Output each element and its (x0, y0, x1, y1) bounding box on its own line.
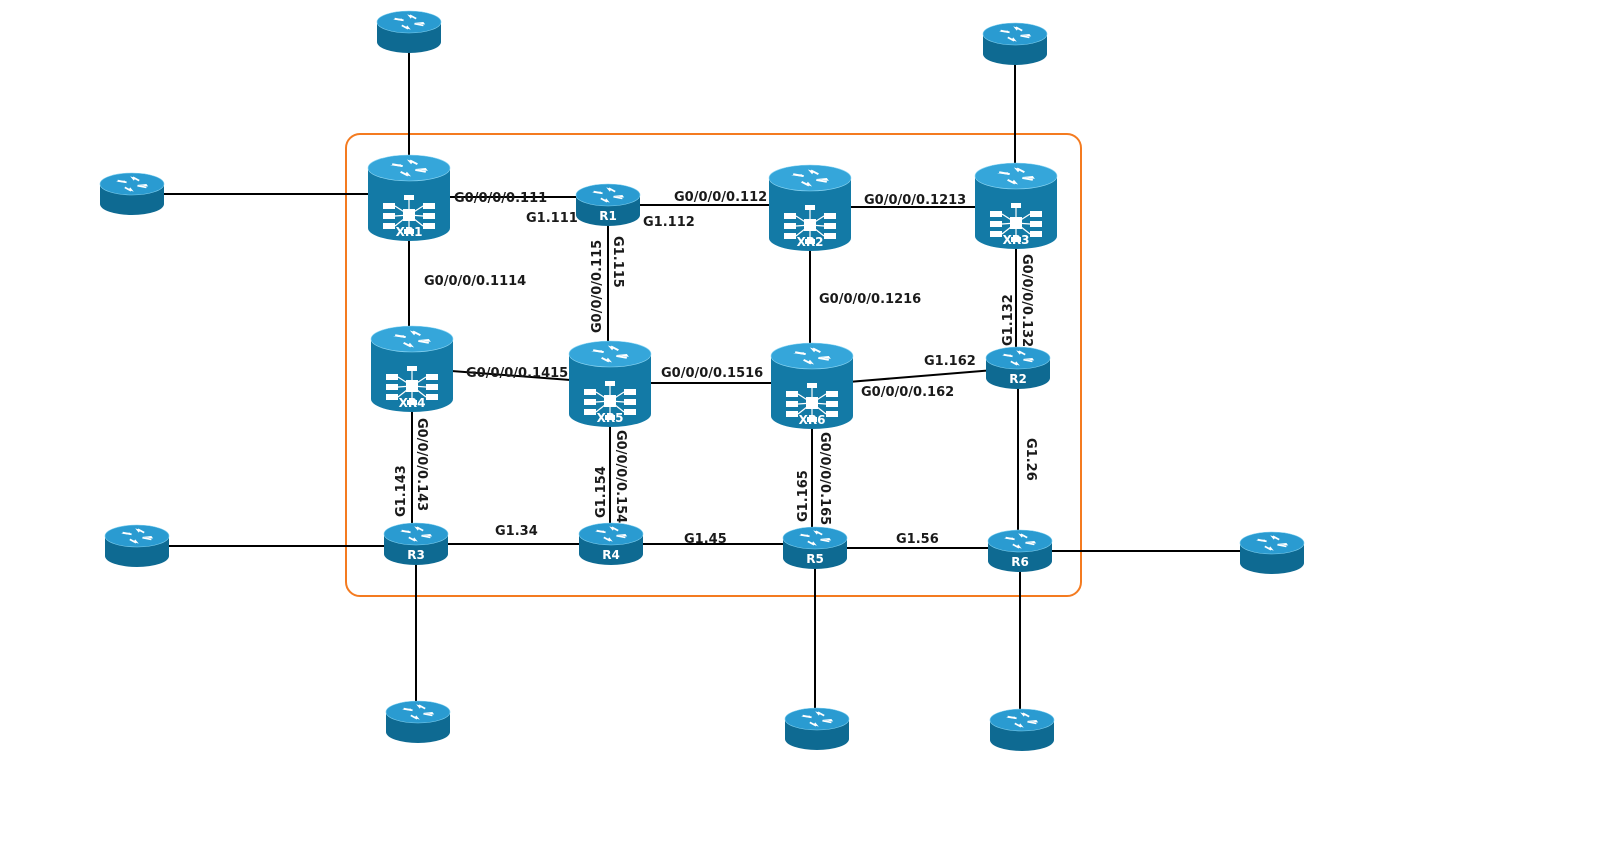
router-r1[interactable]: R1 (575, 183, 641, 226)
xr-router-xr1[interactable]: XR1 (367, 154, 451, 241)
link-label: G0/0/0/0.112 (674, 190, 767, 205)
link-label: G0/0/0/0.1516 (661, 366, 763, 381)
link-label: G1.111 (526, 211, 578, 226)
device-label: R2 (1009, 372, 1027, 386)
device-label: XR1 (396, 225, 423, 239)
xr-top (770, 342, 854, 370)
switch-fabric-icon (786, 383, 838, 422)
device-label: R1 (599, 209, 617, 223)
router-external[interactable] (376, 10, 442, 53)
switch-fabric-icon (990, 203, 1042, 242)
xr-router-xr5[interactable]: XR5 (568, 340, 652, 427)
xr-top (370, 325, 454, 353)
device-label: XR5 (597, 411, 624, 425)
switch-fabric-icon (784, 205, 836, 244)
router-top (578, 522, 644, 546)
link-label: G1.34 (495, 524, 538, 539)
router-top (987, 529, 1053, 553)
xr-top (367, 154, 451, 182)
router-external[interactable] (104, 524, 170, 567)
link-label: G1.132 (1001, 294, 1016, 346)
link-label: G1.162 (924, 354, 976, 369)
link-label: G1.26 (1023, 438, 1038, 481)
xr-router-xr6[interactable]: XR6 (770, 342, 854, 429)
device-label: XR6 (799, 413, 826, 427)
router-top (385, 700, 451, 724)
link-label: G0/0/0/0.1114 (424, 274, 526, 289)
router-top (985, 346, 1051, 370)
router-r3[interactable]: R3 (383, 522, 449, 565)
router-top (376, 10, 442, 34)
router-top (989, 708, 1055, 732)
router-r6[interactable]: R6 (987, 529, 1053, 572)
labels-layer: G0/0/0/0.111 G1.111 G1.112 G0/0/0/0.112 … (394, 190, 1038, 547)
router-top (383, 522, 449, 546)
router-top (104, 524, 170, 548)
router-external[interactable] (982, 22, 1048, 65)
links-layer (132, 32, 1272, 730)
router-top (982, 22, 1048, 46)
router-r4[interactable]: R4 (578, 522, 644, 565)
router-top (782, 526, 848, 550)
link-label: G0/0/0/0.132 (1019, 254, 1034, 347)
xr-top (768, 164, 852, 192)
xr-router-xr2[interactable]: XR2 (768, 164, 852, 251)
device-label: R3 (407, 548, 425, 562)
device-label: XR2 (797, 235, 824, 249)
link-label: G0/0/0/0.165 (817, 432, 832, 525)
device-label: R4 (602, 548, 620, 562)
router-top (1239, 531, 1305, 555)
link-label: G1.165 (796, 470, 811, 522)
link-label: G0/0/0/0.154 (613, 430, 628, 523)
link-label: G1.112 (643, 215, 695, 230)
xr-top (974, 162, 1058, 190)
link-label: G1.154 (594, 466, 609, 518)
xr-top (568, 340, 652, 368)
link-label: G0/0/0/0.162 (861, 385, 954, 400)
device-label: XR3 (1003, 233, 1030, 247)
router-top (784, 707, 850, 731)
link-label: G0/0/0/0.1216 (819, 292, 921, 307)
xr-router-xr3[interactable]: XR3 (974, 162, 1058, 249)
switch-fabric-icon (383, 195, 435, 234)
link-label: G0/0/0/0.1415 (466, 366, 568, 381)
device-label: R5 (806, 552, 824, 566)
link-label: G1.56 (896, 532, 939, 547)
link-label: G0/0/0/0.115 (590, 240, 605, 333)
link-label: G1.45 (684, 532, 727, 547)
router-external[interactable] (385, 700, 451, 743)
core-domain-boundary (345, 133, 1082, 597)
router-external[interactable] (784, 707, 850, 750)
link-label: G0/0/0/0.1213 (864, 193, 966, 208)
device-label: XR4 (399, 396, 426, 410)
device-label: R6 (1011, 555, 1029, 569)
link-label: G0/0/0/0.143 (414, 418, 429, 511)
link-label: G1.115 (610, 236, 625, 288)
link-label: G1.143 (394, 465, 409, 517)
switch-fabric-icon (386, 366, 438, 405)
switch-fabric-icon (584, 381, 636, 420)
router-r5[interactable]: R5 (782, 526, 848, 569)
router-top (99, 172, 165, 196)
xr-router-xr4[interactable]: XR4 (370, 325, 454, 412)
router-external[interactable] (99, 172, 165, 215)
router-r2[interactable]: R2 (985, 346, 1051, 389)
router-top (575, 183, 641, 207)
router-external[interactable] (989, 708, 1055, 751)
link-label: G0/0/0/0.111 (454, 191, 547, 206)
router-external[interactable] (1239, 531, 1305, 574)
